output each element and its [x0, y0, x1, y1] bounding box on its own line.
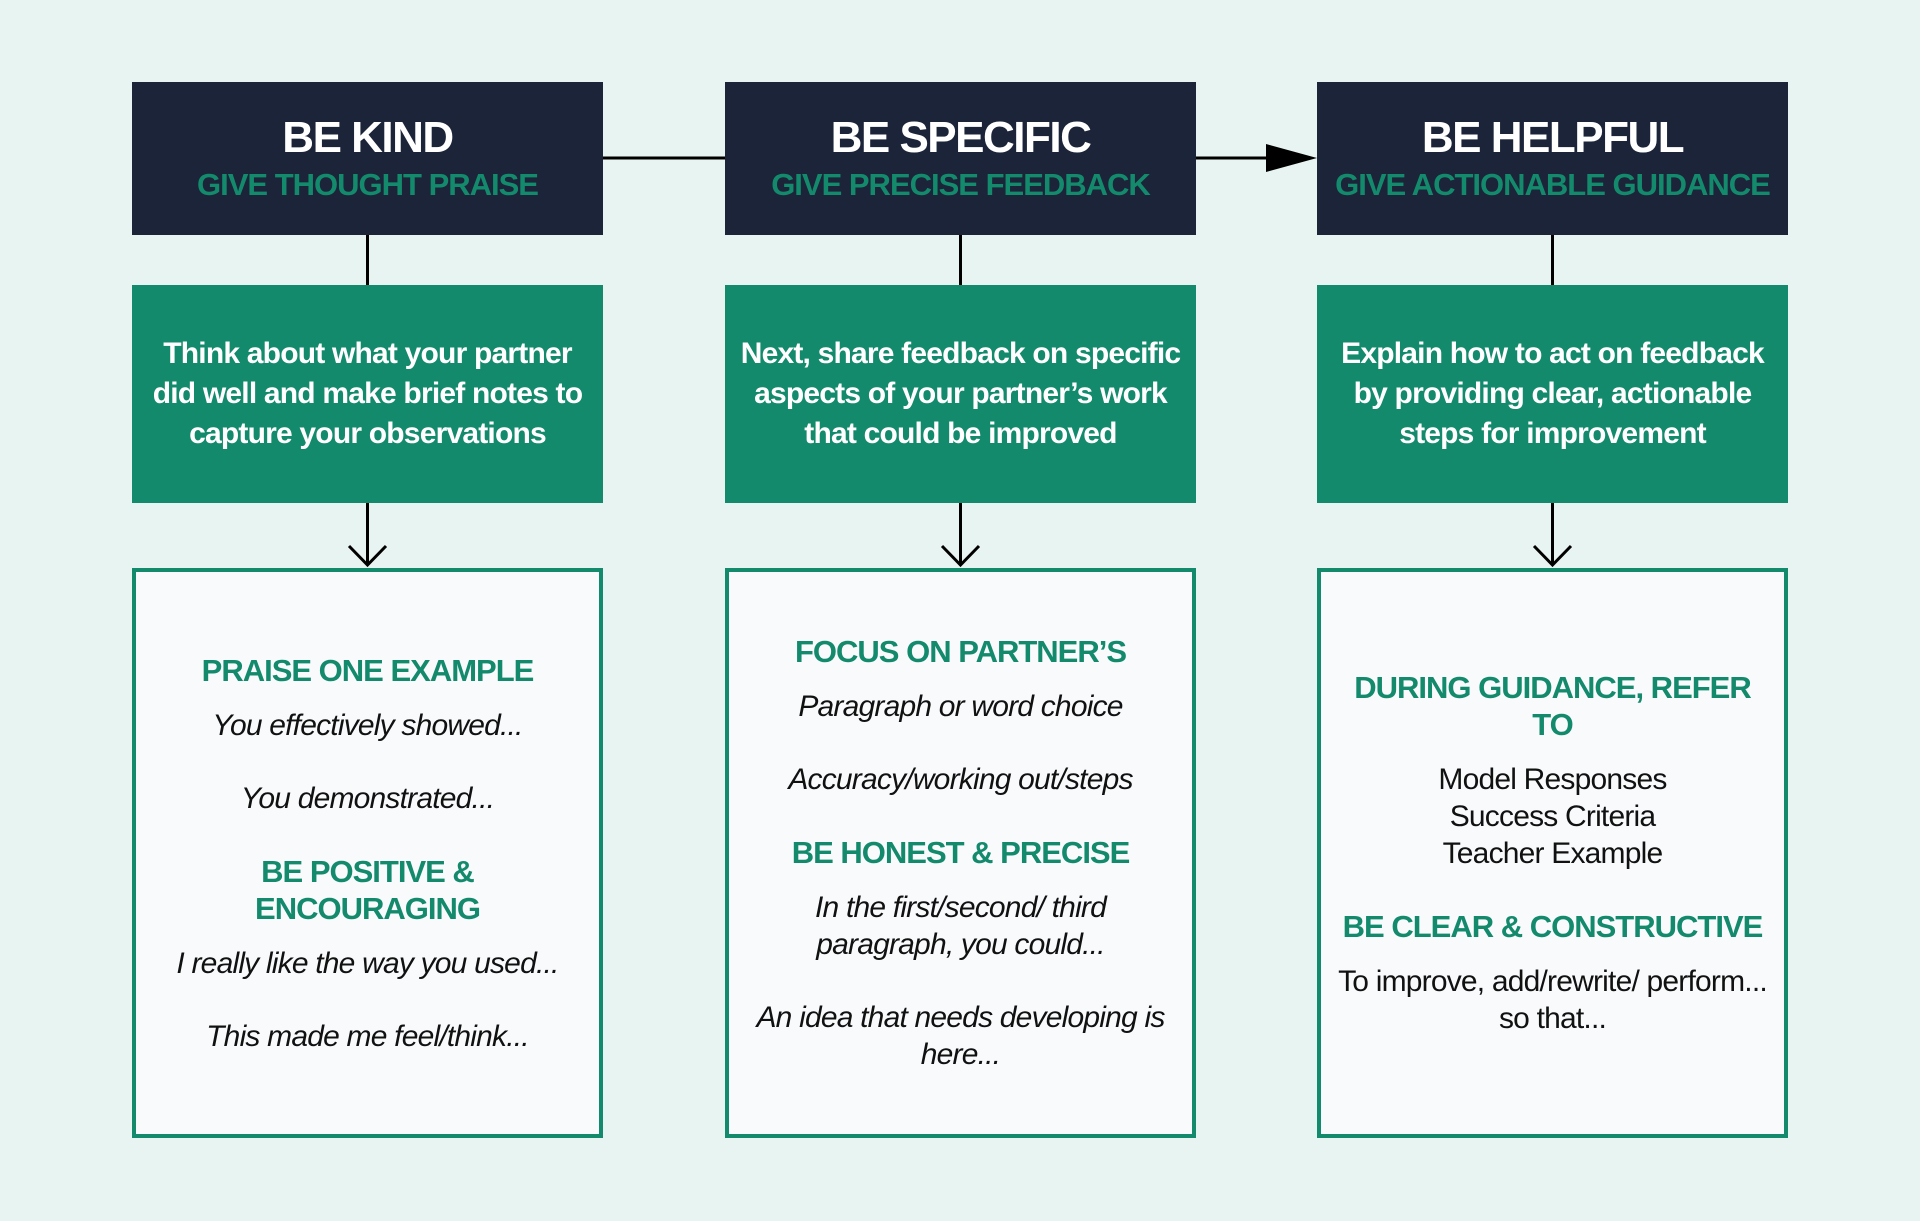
section-item: You effectively showed... — [212, 708, 523, 742]
header-title: BE KIND — [282, 112, 454, 162]
detail-section: BE CLEAR & CONSTRUCTIVE To improve, add/… — [1335, 908, 1770, 1037]
section-heading: FOCUS ON PARTNER’S — [794, 634, 1127, 669]
section-items: Model Responses Success Criteria Teacher… — [1335, 761, 1770, 872]
header-be-specific: BE SPECIFIC GIVE PRECISE FEEDBACK — [725, 82, 1196, 235]
detail-section: BE HONEST & PRECISE In the first/second/… — [743, 834, 1178, 1073]
summary-be-kind: Think about what your partner did well a… — [132, 285, 603, 503]
section-item: This made me feel/think... — [206, 1019, 529, 1053]
header-subtitle: GIVE THOUGHT PRAISE — [197, 167, 539, 203]
section-items: In the first/second/ third paragraph, yo… — [743, 889, 1178, 1073]
section-items: To improve, add/rewrite/ perform... so t… — [1335, 963, 1770, 1037]
detail-section: FOCUS ON PARTNER’S Paragraph or word cho… — [743, 633, 1178, 798]
section-heading: DURING GUIDANCE, REFER TO — [1354, 670, 1752, 742]
header-subtitle: GIVE PRECISE FEEDBACK — [771, 167, 1151, 203]
detail-card-be-specific: FOCUS ON PARTNER’S Paragraph or word cho… — [725, 568, 1196, 1138]
section-item: Model Responses — [1438, 763, 1667, 796]
header-be-kind: BE KIND GIVE THOUGHT PRAISE — [132, 82, 603, 235]
summary-be-specific: Next, share feedback on specific aspects… — [725, 285, 1196, 503]
detail-section: PRAISE ONE EXAMPLE You effectively showe… — [150, 652, 585, 817]
section-item: To improve, add/rewrite/ perform... so t… — [1338, 965, 1768, 1035]
section-items: I really like the way you used... This m… — [150, 945, 585, 1055]
detail-card-be-kind: PRAISE ONE EXAMPLE You effectively showe… — [132, 568, 603, 1138]
summary-text: Think about what your partner did well a… — [152, 337, 583, 450]
summary-be-helpful: Explain how to act on feedback by provid… — [1317, 285, 1788, 503]
section-items: Paragraph or word choice Accuracy/workin… — [743, 688, 1178, 798]
section-item: Teacher Example — [1442, 837, 1664, 870]
header-title: BE HELPFUL — [1421, 112, 1685, 162]
section-item: You demonstrated... — [240, 781, 495, 815]
section-item: Paragraph or word choice — [798, 690, 1123, 723]
header-title: BE SPECIFIC — [830, 112, 1092, 162]
section-heading: BE POSITIVE & ENCOURAGING — [255, 853, 481, 926]
arrowhead-header-3 — [1266, 144, 1317, 172]
section-heading: BE HONEST & PRECISE — [791, 835, 1131, 870]
detail-card-be-helpful: DURING GUIDANCE, REFER TO Model Response… — [1317, 568, 1788, 1138]
header-be-helpful: BE HELPFUL GIVE ACTIONABLE GUIDANCE — [1317, 82, 1788, 235]
detail-section: BE POSITIVE & ENCOURAGING I really like … — [150, 853, 585, 1055]
section-item: An idea that needs developing is here... — [756, 1001, 1165, 1071]
section-items: You effectively showed... You demonstrat… — [150, 707, 585, 817]
section-item: In the first/second/ third paragraph, yo… — [814, 891, 1107, 961]
section-heading: PRAISE ONE EXAMPLE — [201, 652, 535, 688]
arrow-summary-to-detail-2 — [940, 503, 981, 568]
summary-text: Explain how to act on feedback by provid… — [1341, 337, 1765, 450]
arrow-summary-to-detail-1 — [347, 503, 388, 568]
section-item: Success Criteria — [1449, 800, 1656, 833]
section-item: I really like the way you used... — [176, 946, 559, 980]
header-subtitle: GIVE ACTIONABLE GUIDANCE — [1335, 167, 1771, 203]
summary-text: Next, share feedback on specific aspects… — [740, 337, 1181, 450]
section-item: Accuracy/working out/steps — [788, 763, 1133, 796]
detail-section: DURING GUIDANCE, REFER TO Model Response… — [1335, 669, 1770, 872]
arrow-summary-to-detail-3 — [1532, 503, 1573, 568]
section-heading: BE CLEAR & CONSTRUCTIVE — [1342, 909, 1764, 944]
